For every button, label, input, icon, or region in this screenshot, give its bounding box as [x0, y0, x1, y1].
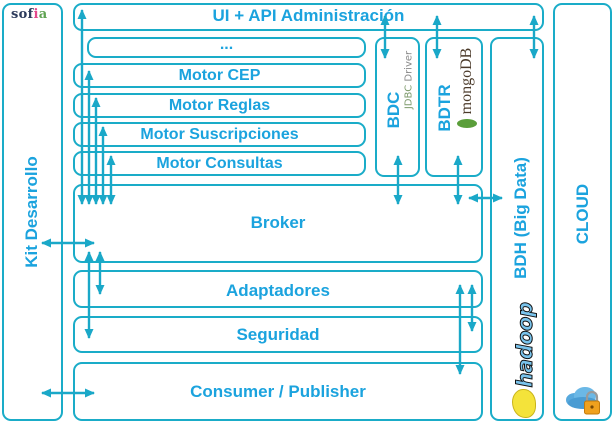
motor-suscripciones-box: Motor Suscripciones [73, 122, 366, 147]
hadoop-logo: hadoop [513, 302, 538, 388]
bdh-label: BDH (Big Data) [511, 157, 530, 279]
motor-cep-label: Motor CEP [178, 66, 261, 84]
admin-ui-api-label: UI + API Administración [212, 5, 405, 25]
driver-text: Driver [403, 50, 415, 85]
logo-letter: i [33, 7, 39, 22]
logo-letter: a [38, 7, 48, 22]
broker-label: Broker [250, 212, 306, 232]
bdh-box [490, 37, 544, 421]
mongodb-leaf-icon [457, 119, 477, 128]
cloud-lock-icon [566, 387, 600, 415]
seguridad-label: Seguridad [236, 324, 320, 344]
hadoop-elephant-icon [512, 389, 536, 418]
motor-reglas-box: Motor Reglas [73, 93, 366, 118]
consumer-publisher-label: Consumer / Publisher [190, 382, 366, 401]
consumer-publisher-box: Consumer / Publisher [73, 362, 483, 421]
mongodb-logo: mongoDB [458, 47, 475, 115]
logo-letter: s [11, 7, 19, 22]
broker-box: Broker [73, 184, 483, 263]
motor-consultas-box: Motor Consultas [73, 151, 366, 176]
bdtr-box [425, 37, 483, 177]
admin-ui-api-box: UI + API Administración [73, 3, 544, 31]
logo-letter: f [27, 7, 34, 22]
kit-desarrollo-panel [2, 3, 63, 421]
motor-cep-box: Motor CEP [73, 63, 366, 88]
adaptadores-label: Adaptadores [226, 281, 330, 300]
bdc-box [375, 37, 420, 177]
seguridad-box: Seguridad [73, 316, 483, 353]
sofia-logo: sofia [11, 7, 48, 22]
logo-letter: o [18, 7, 28, 22]
motor-consultas-label: Motor Consultas [156, 154, 283, 172]
kit-desarrollo-label: Kit Desarrollo [22, 156, 41, 268]
cloud-box [553, 3, 612, 421]
jdbc-driver-logo: JDBC Driver [404, 51, 415, 109]
motor-reglas-label: Motor Reglas [168, 96, 271, 114]
bdtr-label: BDTR [435, 84, 454, 132]
motor-suscripciones-label: Motor Suscripciones [140, 125, 299, 143]
engine-more-box: ... [87, 36, 366, 58]
engine-more-label: ... [219, 35, 234, 53]
jdbc-text: JDBC [403, 84, 415, 110]
padlock-shape [584, 390, 600, 415]
cloud-label: CLOUD [573, 183, 592, 245]
bdc-label: BDC [384, 91, 403, 129]
adaptadores-box: Adaptadores [73, 270, 483, 308]
